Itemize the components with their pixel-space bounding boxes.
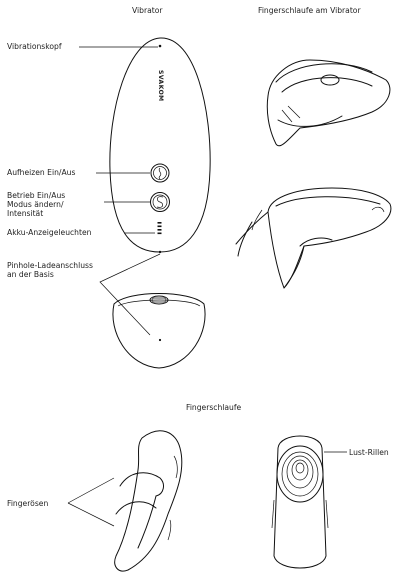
- label-finger-holes: Fingerösen: [7, 499, 48, 508]
- finger-loop-top-view: [272, 436, 328, 568]
- heating-button: [151, 164, 169, 182]
- label-pleasure-ridges: Lust-Rillen: [349, 448, 389, 457]
- vibrator-base-view: [113, 294, 205, 369]
- brand-logo-text: SVAKOM: [156, 70, 165, 102]
- heading-finger-loop: Fingerschlaufe: [186, 403, 241, 412]
- battery-leds: [158, 222, 162, 234]
- charging-port-marker: [159, 251, 161, 253]
- label-power-line2: Modus ändern/: [7, 200, 64, 209]
- heading-finger-loop-on-vibrator: Fingerschlaufe am Vibrator: [258, 6, 361, 15]
- label-charging-line2: an der Basis: [7, 270, 54, 279]
- vibration-head-marker: [159, 45, 162, 48]
- heading-vibrator: Vibrator: [132, 6, 162, 15]
- label-power-line3: Intensität: [7, 209, 43, 218]
- finger-loop-with-hand-illustration: [236, 188, 391, 288]
- finger-loop-on-vibrator-illustration: [267, 60, 390, 146]
- finger-loop-side-view: [115, 431, 182, 571]
- label-battery-leds: Akku-Anzeigeleuchten: [7, 228, 91, 237]
- label-vibration-head: Vibrationskopf: [7, 42, 62, 51]
- label-heating: Aufheizen Ein/Aus: [7, 168, 75, 177]
- label-power-line1: Betrieb Ein/Aus: [7, 191, 65, 200]
- label-charging-line1: Pinhole-Ladeanschluss: [7, 261, 93, 270]
- power-mode-button: [151, 193, 170, 212]
